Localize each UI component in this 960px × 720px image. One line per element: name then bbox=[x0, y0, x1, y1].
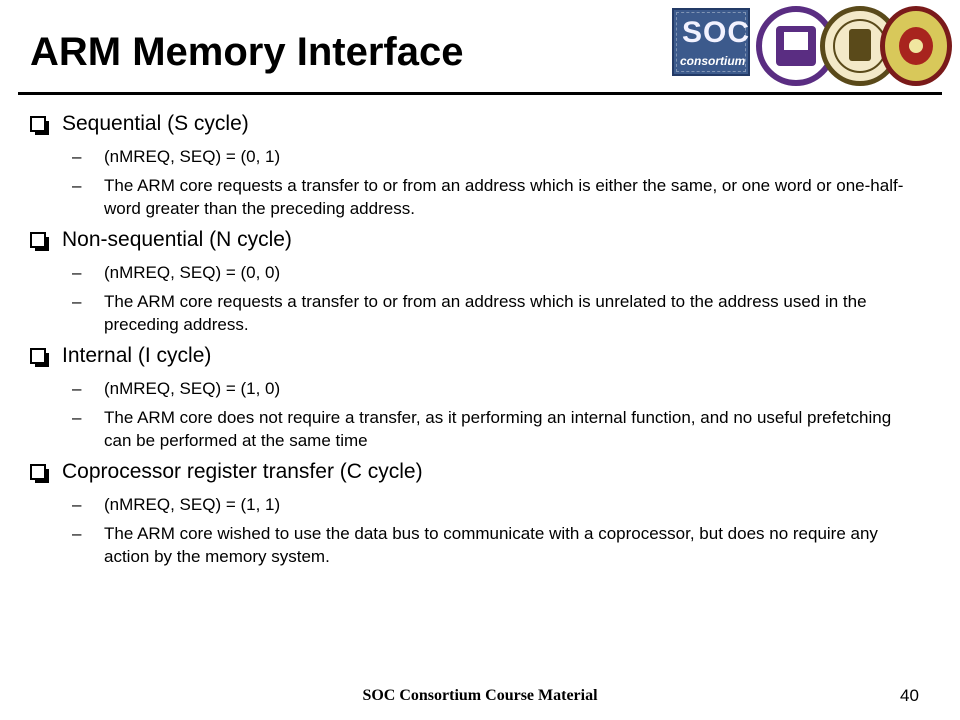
logo-title: SOC bbox=[682, 16, 751, 49]
sub-point: – The ARM core wished to use the data bu… bbox=[72, 522, 942, 568]
sub-point: – (nMREQ, SEQ) = (0, 0) bbox=[72, 261, 942, 284]
dash-bullet: – bbox=[72, 495, 82, 514]
sub-point: – (nMREQ, SEQ) = (1, 1) bbox=[72, 493, 942, 516]
section-non-sequential: Non-sequential (N cycle) – (nMREQ, SEQ) … bbox=[30, 225, 942, 336]
sub-point-text: (nMREQ, SEQ) = (0, 0) bbox=[104, 263, 281, 282]
dash-bullet: – bbox=[72, 147, 82, 166]
section-heading-row: Non-sequential (N cycle) bbox=[30, 225, 942, 255]
square-bullet-icon bbox=[30, 116, 49, 135]
seal-emblem-center bbox=[784, 32, 808, 50]
section-internal: Internal (I cycle) – (nMREQ, SEQ) = (1, … bbox=[30, 341, 942, 452]
title-divider bbox=[18, 92, 942, 95]
square-bullet-icon bbox=[30, 464, 49, 483]
page-number: 40 bbox=[900, 686, 919, 705]
section-heading: Internal (I cycle) bbox=[62, 344, 212, 367]
dash-bullet: – bbox=[72, 379, 82, 398]
sub-point: – The ARM core requests a transfer to or… bbox=[72, 290, 942, 336]
sub-point-text: The ARM core requests a transfer to or f… bbox=[104, 176, 904, 218]
sub-point: – (nMREQ, SEQ) = (0, 1) bbox=[72, 145, 942, 168]
section-sequential: Sequential (S cycle) – (nMREQ, SEQ) = (0… bbox=[30, 109, 942, 220]
sub-point-text: The ARM core does not require a transfer… bbox=[104, 408, 892, 450]
section-heading: Sequential (S cycle) bbox=[62, 112, 249, 135]
section-heading-row: Internal (I cycle) bbox=[30, 341, 942, 371]
footer-text: SOC Consortium Course Material bbox=[362, 687, 598, 704]
dash-bullet: – bbox=[72, 408, 82, 427]
dash-bullet: – bbox=[72, 263, 82, 282]
university-seal-red bbox=[880, 6, 952, 86]
slide-body: Sequential (S cycle) – (nMREQ, SEQ) = (0… bbox=[30, 104, 942, 568]
sub-point: – (nMREQ, SEQ) = (1, 0) bbox=[72, 377, 942, 400]
sub-point-text: The ARM core wished to use the data bus … bbox=[104, 524, 878, 566]
section-heading-row: Coprocessor register transfer (C cycle) bbox=[30, 457, 942, 487]
seal-emblem bbox=[849, 29, 871, 61]
section-heading: Coprocessor register transfer (C cycle) bbox=[62, 460, 423, 483]
square-bullet-icon bbox=[30, 348, 49, 367]
square-bullet-icon bbox=[30, 232, 49, 251]
soc-consortium-logo: SOC consortium bbox=[672, 8, 750, 76]
sub-point: – The ARM core requests a transfer to or… bbox=[72, 174, 942, 220]
logo-subtitle: consortium bbox=[680, 54, 746, 68]
dash-bullet: – bbox=[72, 524, 82, 543]
sub-point-text: (nMREQ, SEQ) = (1, 0) bbox=[104, 379, 281, 398]
section-heading-row: Sequential (S cycle) bbox=[30, 109, 942, 139]
slide-title: ARM Memory Interface bbox=[30, 30, 464, 74]
dash-bullet: – bbox=[72, 292, 82, 311]
sub-point-text: The ARM core requests a transfer to or f… bbox=[104, 292, 867, 334]
dash-bullet: – bbox=[72, 176, 82, 195]
section-coprocessor: Coprocessor register transfer (C cycle) … bbox=[30, 457, 942, 568]
sub-point-text: (nMREQ, SEQ) = (0, 1) bbox=[104, 147, 281, 166]
sub-point: – The ARM core does not require a transf… bbox=[72, 406, 942, 452]
logo-frame bbox=[676, 12, 746, 72]
section-heading: Non-sequential (N cycle) bbox=[62, 228, 292, 251]
seal-emblem-center bbox=[909, 39, 923, 53]
sub-point-text: (nMREQ, SEQ) = (1, 1) bbox=[104, 495, 281, 514]
